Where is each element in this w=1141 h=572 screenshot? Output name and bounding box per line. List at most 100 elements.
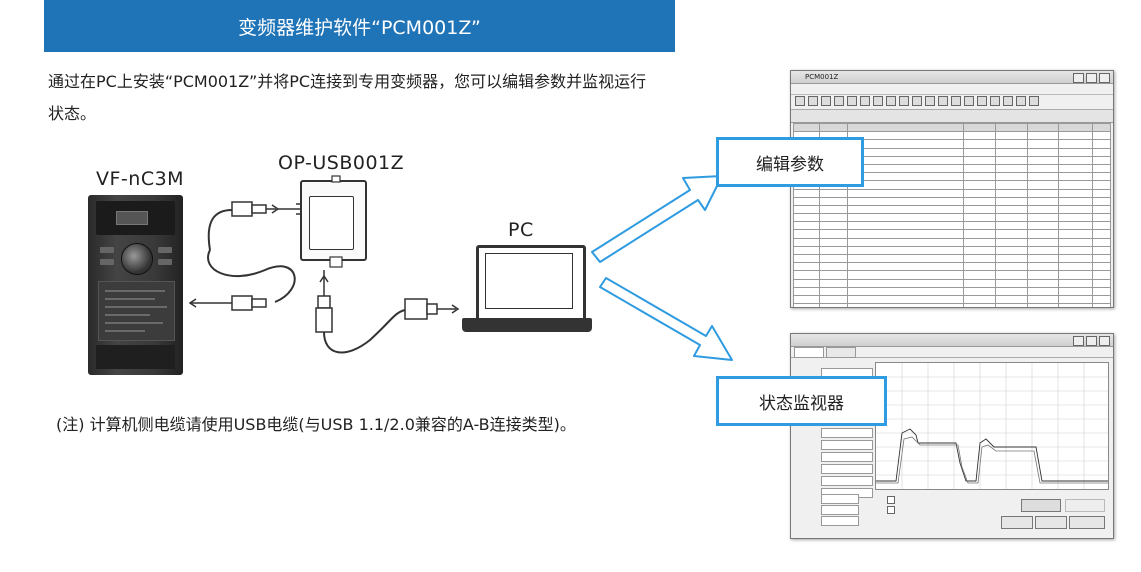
table-row [793, 286, 1111, 296]
table-cell [793, 237, 820, 247]
table-cell [1026, 270, 1060, 280]
pc-keyboard-base [462, 318, 592, 332]
table-cell [818, 286, 848, 296]
table-cell [1058, 147, 1094, 157]
table-cell [1092, 253, 1111, 264]
table-cell [1058, 286, 1094, 296]
table-cell [962, 278, 996, 288]
table-cell [1092, 286, 1111, 296]
table-row [793, 196, 1111, 206]
table-row [793, 262, 1111, 272]
table-cell [962, 221, 996, 231]
table-cell [793, 213, 820, 223]
connector-bottom-icon [231, 295, 253, 311]
table-cell [994, 196, 1028, 206]
table-row [793, 270, 1111, 280]
table-row [793, 229, 1111, 239]
table-cell [1058, 188, 1094, 198]
table-cell [1058, 204, 1094, 215]
table-cell [962, 180, 996, 190]
table-cell [1092, 270, 1111, 280]
table-cell [818, 122, 848, 133]
table-cell [1026, 262, 1060, 272]
table-cell [994, 122, 1028, 133]
table-cell [1092, 229, 1111, 239]
table-cell [962, 270, 996, 280]
table-cell [818, 237, 848, 247]
table-cell [1026, 180, 1060, 190]
table-cell [1058, 180, 1094, 190]
table-cell [818, 245, 848, 256]
table-cell [962, 213, 996, 223]
table-cell [793, 303, 820, 307]
table-cell [818, 196, 848, 206]
table-cell [1092, 196, 1111, 206]
table-row [793, 122, 1111, 133]
parameter-editor-screenshot: PCM001Z [790, 70, 1114, 308]
table-cell [962, 262, 996, 272]
table-cell [846, 237, 964, 247]
table-cell [1026, 196, 1060, 206]
table-cell [962, 245, 996, 256]
table-cell [1058, 139, 1094, 149]
table-cell [1092, 155, 1111, 165]
table-cell [846, 147, 964, 157]
table-cell [1026, 147, 1060, 157]
table-cell [1058, 253, 1094, 264]
table-cell [1058, 221, 1094, 231]
table-cell [1058, 155, 1094, 165]
table-cell [846, 122, 964, 133]
table-row [793, 237, 1111, 247]
table-cell [994, 188, 1028, 198]
table-row [793, 221, 1111, 231]
table-cell [962, 229, 996, 239]
table-cell [1058, 294, 1094, 305]
table-cell [994, 221, 1028, 231]
table-cell [818, 303, 848, 307]
table-cell [994, 262, 1028, 272]
table-cell [1026, 253, 1060, 264]
table-cell [1026, 163, 1060, 174]
table-cell [994, 303, 1028, 307]
table-cell [962, 163, 996, 174]
table-cell [846, 204, 964, 215]
table-cell [846, 131, 964, 141]
table-cell [962, 172, 996, 182]
table-cell [846, 303, 964, 307]
table-cell [962, 188, 996, 198]
table-cell [1092, 180, 1111, 190]
edit-params-callout: 编辑参数 [716, 137, 864, 187]
table-cell [1092, 262, 1111, 272]
arrow-to-edit-icon [591, 175, 723, 263]
table-cell [1092, 245, 1111, 256]
table-cell [962, 294, 996, 305]
table-cell [962, 286, 996, 296]
table-cell [994, 180, 1028, 190]
table-cell [1026, 155, 1060, 165]
table-cell [1058, 237, 1094, 247]
table-cell [1092, 131, 1111, 141]
table-cell [962, 204, 996, 215]
table-cell [962, 147, 996, 157]
usb-cable-note: (注) 计算机侧电缆请使用USB电缆(与USB 1.1/2.0兼容的A-B连接类… [56, 415, 576, 434]
table-cell [994, 163, 1028, 174]
table-cell [1026, 213, 1060, 223]
table-cell [1026, 278, 1060, 288]
table-cell [846, 155, 964, 165]
table-cell [962, 237, 996, 247]
table-cell [818, 278, 848, 288]
table-cell [1026, 229, 1060, 239]
table-cell [846, 213, 964, 223]
table-cell [793, 253, 820, 264]
status-monitor-callout: 状态监视器 [716, 376, 887, 426]
table-cell [846, 294, 964, 305]
table-cell [1026, 139, 1060, 149]
table-cell [846, 229, 964, 239]
table-cell [1058, 229, 1094, 239]
table-cell [846, 196, 964, 206]
table-cell [1092, 278, 1111, 288]
table-row [793, 204, 1111, 215]
table-cell [818, 262, 848, 272]
table-cell [1058, 163, 1094, 174]
